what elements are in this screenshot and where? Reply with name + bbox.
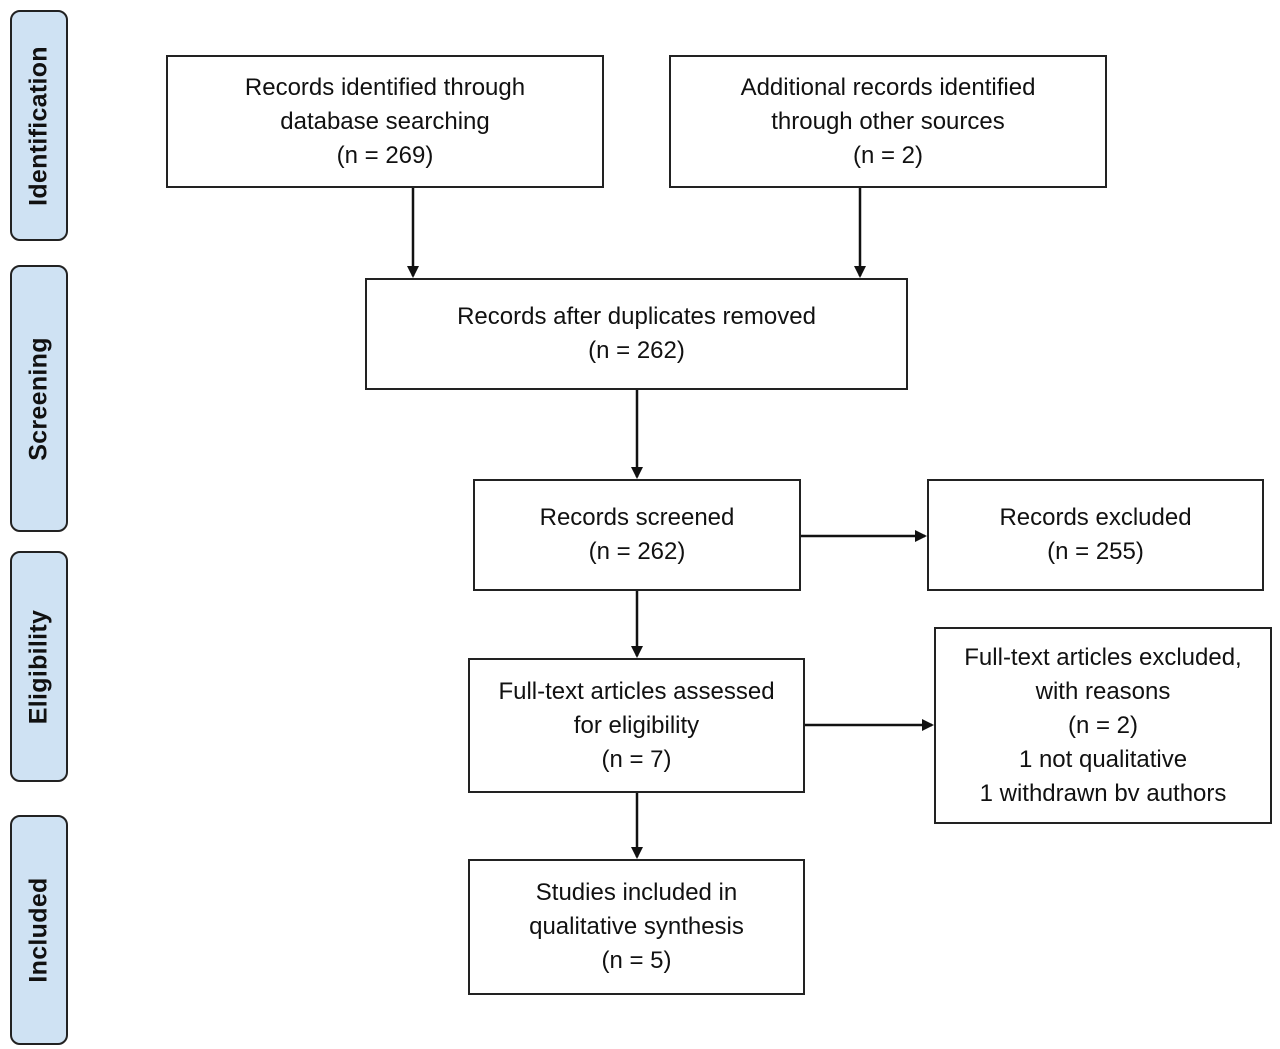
box-duplicates-removed: Records after duplicates removed (n = 26… <box>365 278 908 390</box>
box-count: (n = 2) <box>852 141 924 169</box>
box-fulltext-assessed: Full-text articles assessed for eligibil… <box>468 658 805 793</box>
box-other-sources: Additional records identified through ot… <box>669 55 1107 188</box>
box-text: Full-text articles excluded, <box>964 643 1242 671</box>
box-text: through other sources <box>771 107 1005 135</box>
box-text: with reasons <box>1035 677 1171 705</box>
box-text: Records after duplicates removed <box>457 303 816 330</box>
box-count: (n = 255) <box>1047 538 1144 565</box>
box-studies-included: Studies included in qualitative synthesi… <box>468 859 805 995</box>
box-records-screened: Records screened (n = 262) <box>473 479 801 591</box>
box-count: (n = 5) <box>601 947 672 974</box>
box-text: Full-text articles assessed <box>498 677 775 705</box>
box-reason: 1 withdrawn bv authors <box>979 779 1227 807</box>
box-text: Records screened <box>539 504 735 531</box>
box-text: qualitative synthesis <box>529 913 744 940</box>
box-text: for eligibility <box>573 711 700 739</box>
box-text: Additional records identified <box>740 73 1036 101</box>
box-text: Studies included in <box>535 879 738 906</box>
phase-eligibility: Eligibility <box>10 551 68 782</box>
phase-included: Included <box>10 815 68 1045</box>
box-count: (n = 2) <box>1067 711 1139 739</box>
box-count: (n = 269) <box>336 141 434 169</box>
box-count: (n = 7) <box>601 745 672 773</box>
box-count: (n = 262) <box>588 337 685 364</box>
box-database-search: Records identified through database sear… <box>166 55 604 188</box>
box-reason: 1 not qualitative <box>1018 745 1188 773</box>
box-records-excluded: Records excluded (n = 255) <box>927 479 1264 591</box>
box-count: (n = 262) <box>588 538 686 565</box>
phase-identification: Identification <box>10 10 68 241</box>
box-text: Records identified through <box>244 73 526 101</box>
box-text: Records excluded <box>999 504 1192 531</box>
box-text: database searching <box>280 107 490 135</box>
phase-screening: Screening <box>10 265 68 532</box>
box-fulltext-excluded: Full-text articles excluded, with reason… <box>934 627 1272 824</box>
